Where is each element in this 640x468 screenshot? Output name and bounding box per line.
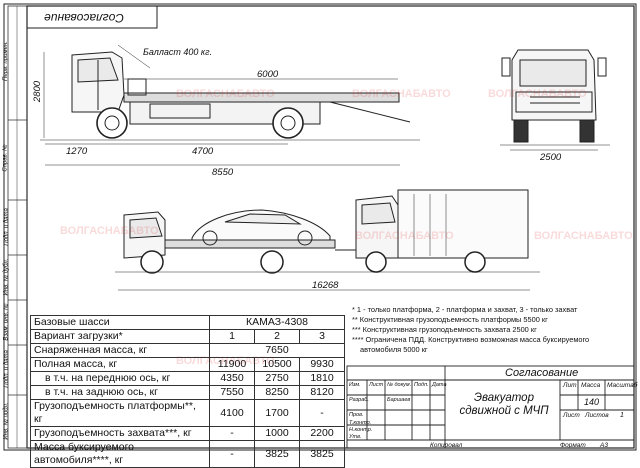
row-value: - bbox=[209, 426, 255, 441]
row-value: 1000 bbox=[254, 426, 300, 441]
watermark: ВОЛГАСНАБАВТО bbox=[352, 88, 451, 100]
product-title: Эвакуатор сдвижной с МЧП bbox=[459, 392, 549, 417]
tb-date: Дата bbox=[432, 382, 447, 388]
row-label: в т.ч. на заднюю ось, кг bbox=[30, 385, 210, 400]
tb-role: Пров. bbox=[349, 412, 364, 418]
curb-mass-label: Снаряженная масса, кг bbox=[30, 343, 210, 358]
dim-width: 2500 bbox=[540, 152, 562, 163]
sheet-label: Лист bbox=[563, 412, 580, 419]
watermark: ВОЛГАСНАБАВТО bbox=[60, 225, 159, 237]
table-row: Грузоподъемность платформы**, кг 4100 17… bbox=[30, 399, 345, 427]
row-label: в т.ч. на переднюю ось, кг bbox=[30, 371, 210, 386]
row-value: 4350 bbox=[209, 371, 255, 386]
row-value: - bbox=[299, 399, 345, 427]
row-label: Масса буксируемого автомобиля****, кг bbox=[30, 440, 210, 468]
dim-train-length: 16268 bbox=[312, 280, 339, 291]
row-label: Полная масса, кг bbox=[30, 357, 210, 372]
dim-height: 2800 bbox=[32, 80, 44, 103]
row-label: Грузоподъемность платформы**, кг bbox=[30, 399, 210, 427]
copied-label: Копировал bbox=[430, 442, 463, 449]
row-value: 10500 bbox=[254, 357, 300, 372]
strip-label: Подп. и дата bbox=[3, 350, 10, 388]
watermark: ВОЛГАСНАБАВТО bbox=[176, 88, 275, 100]
row-value: 11900 bbox=[209, 357, 255, 372]
footnote: ** Конструктивная грузоподъемность платф… bbox=[352, 315, 548, 324]
mass-label: Масса bbox=[581, 382, 601, 389]
strip-label: Взам. инв. № bbox=[3, 303, 10, 341]
tb-sign: Подп. bbox=[414, 382, 429, 388]
row-value: 1810 bbox=[299, 371, 345, 386]
table-row: в т.ч. на заднюю ось, кг 7550 8250 8120 bbox=[30, 385, 345, 400]
watermark: ВОЛГАСНАБАВТО bbox=[355, 230, 454, 242]
dim-total-length: 8550 bbox=[212, 167, 234, 178]
watermark: ВОЛГАСНАБАВТО bbox=[534, 230, 633, 242]
variant-col: 3 bbox=[299, 329, 345, 344]
row-value: 9930 bbox=[299, 357, 345, 372]
spec-head-value: КАМАЗ-4308 bbox=[209, 315, 345, 330]
table-row: в т.ч. на переднюю ось, кг 4350 2750 181… bbox=[30, 371, 345, 386]
row-value: 1700 bbox=[254, 399, 300, 427]
row-value: 4100 bbox=[209, 399, 255, 427]
strip-label: Справ. № bbox=[2, 144, 9, 172]
row-value: 7550 bbox=[209, 385, 255, 400]
truck-front-view bbox=[500, 49, 610, 151]
strip-label: Инв. № дубл. bbox=[3, 258, 10, 296]
rotated-title: Согласование bbox=[44, 11, 124, 25]
tb-role: Утв. bbox=[349, 434, 362, 440]
strip-label: Подп. и дата bbox=[3, 208, 10, 246]
variant-col: 1 bbox=[209, 329, 255, 344]
scale-label: Масштаб bbox=[607, 382, 638, 389]
footnotes: * 1 - только платформа, 2 - платформа и … bbox=[352, 305, 589, 355]
row-value: 3825 bbox=[254, 440, 300, 468]
tb-role: Т.контр. bbox=[349, 420, 372, 426]
row-label: Грузоподъемность захвата***, кг bbox=[30, 426, 210, 441]
curb-mass-value: 7650 bbox=[209, 343, 345, 358]
sheets-label: Листов bbox=[585, 412, 609, 419]
strip-label: Перв. примен. bbox=[2, 41, 9, 81]
footnote: автомобиля 5000 кг bbox=[360, 345, 428, 354]
tb-doc: № докум. bbox=[387, 382, 412, 388]
tb-role: Н.контр. bbox=[349, 427, 373, 433]
tb-list: Лист bbox=[369, 382, 384, 388]
footnote: *** Конструктивная грузоподъемность захв… bbox=[352, 325, 537, 334]
format-value: А3 bbox=[600, 442, 608, 449]
strip-label: Инв. № подл. bbox=[3, 402, 10, 440]
row-value: 2750 bbox=[254, 371, 300, 386]
tb-role: Разраб. bbox=[349, 397, 369, 403]
drawing-canvas bbox=[3, 3, 637, 451]
footnote: * 1 - только платформа, 2 - платформа и … bbox=[352, 305, 578, 314]
table-row: Масса буксируемого автомобиля****, кг - … bbox=[30, 440, 345, 468]
row-value: 8250 bbox=[254, 385, 300, 400]
row-value: 3825 bbox=[299, 440, 345, 468]
towing-side-view bbox=[115, 189, 540, 291]
tb-developer: Баршаев bbox=[387, 397, 411, 403]
variant-label: Вариант загрузки* bbox=[30, 329, 210, 344]
tb-izm: Изм. bbox=[349, 382, 361, 388]
dim-wheelbase: 4700 bbox=[192, 146, 214, 157]
dim-front-overhang: 1270 bbox=[66, 146, 88, 157]
truck-side-view bbox=[40, 44, 420, 166]
row-value: 2200 bbox=[299, 426, 345, 441]
sheets-value: 1 bbox=[620, 412, 624, 419]
spec-head-label: Базовые шасси bbox=[30, 315, 210, 330]
lit-label: Лит bbox=[563, 382, 577, 389]
dim-platform-length: 6000 bbox=[257, 69, 279, 80]
row-value: 8120 bbox=[299, 385, 345, 400]
spec-table: Базовые шасси КАМАЗ-4308 Вариант загрузк… bbox=[30, 315, 345, 468]
mass-value: 140 bbox=[584, 397, 600, 407]
format-label: Формат bbox=[560, 442, 586, 449]
variant-col: 2 bbox=[254, 329, 300, 344]
drawing-sheet: Согласование ВОЛГАСНАБАВТО ВОЛГАСНАБАВТО… bbox=[2, 3, 638, 468]
footnote: **** Ограничена ПДД. Конструктивно возмо… bbox=[352, 335, 590, 344]
approval-label: Согласование bbox=[505, 367, 579, 379]
dim-ballast: Балласт 400 кг. bbox=[143, 47, 213, 57]
watermark: ВОЛГАСНАБАВТО bbox=[488, 88, 587, 100]
table-row: Грузоподъемность захвата***, кг - 1000 2… bbox=[30, 426, 345, 441]
row-value: - bbox=[209, 440, 255, 468]
table-row: Полная масса, кг 11900 10500 9930 bbox=[30, 357, 345, 372]
